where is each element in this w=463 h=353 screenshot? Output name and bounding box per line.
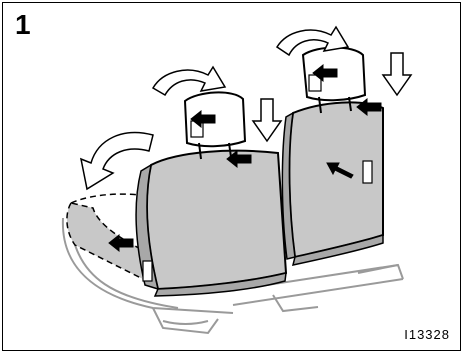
rear-seat-fold-diagram xyxy=(3,3,462,352)
left-headrest-icon xyxy=(185,92,245,159)
right-seatback xyxy=(282,102,383,265)
left-seatback xyxy=(136,151,286,296)
